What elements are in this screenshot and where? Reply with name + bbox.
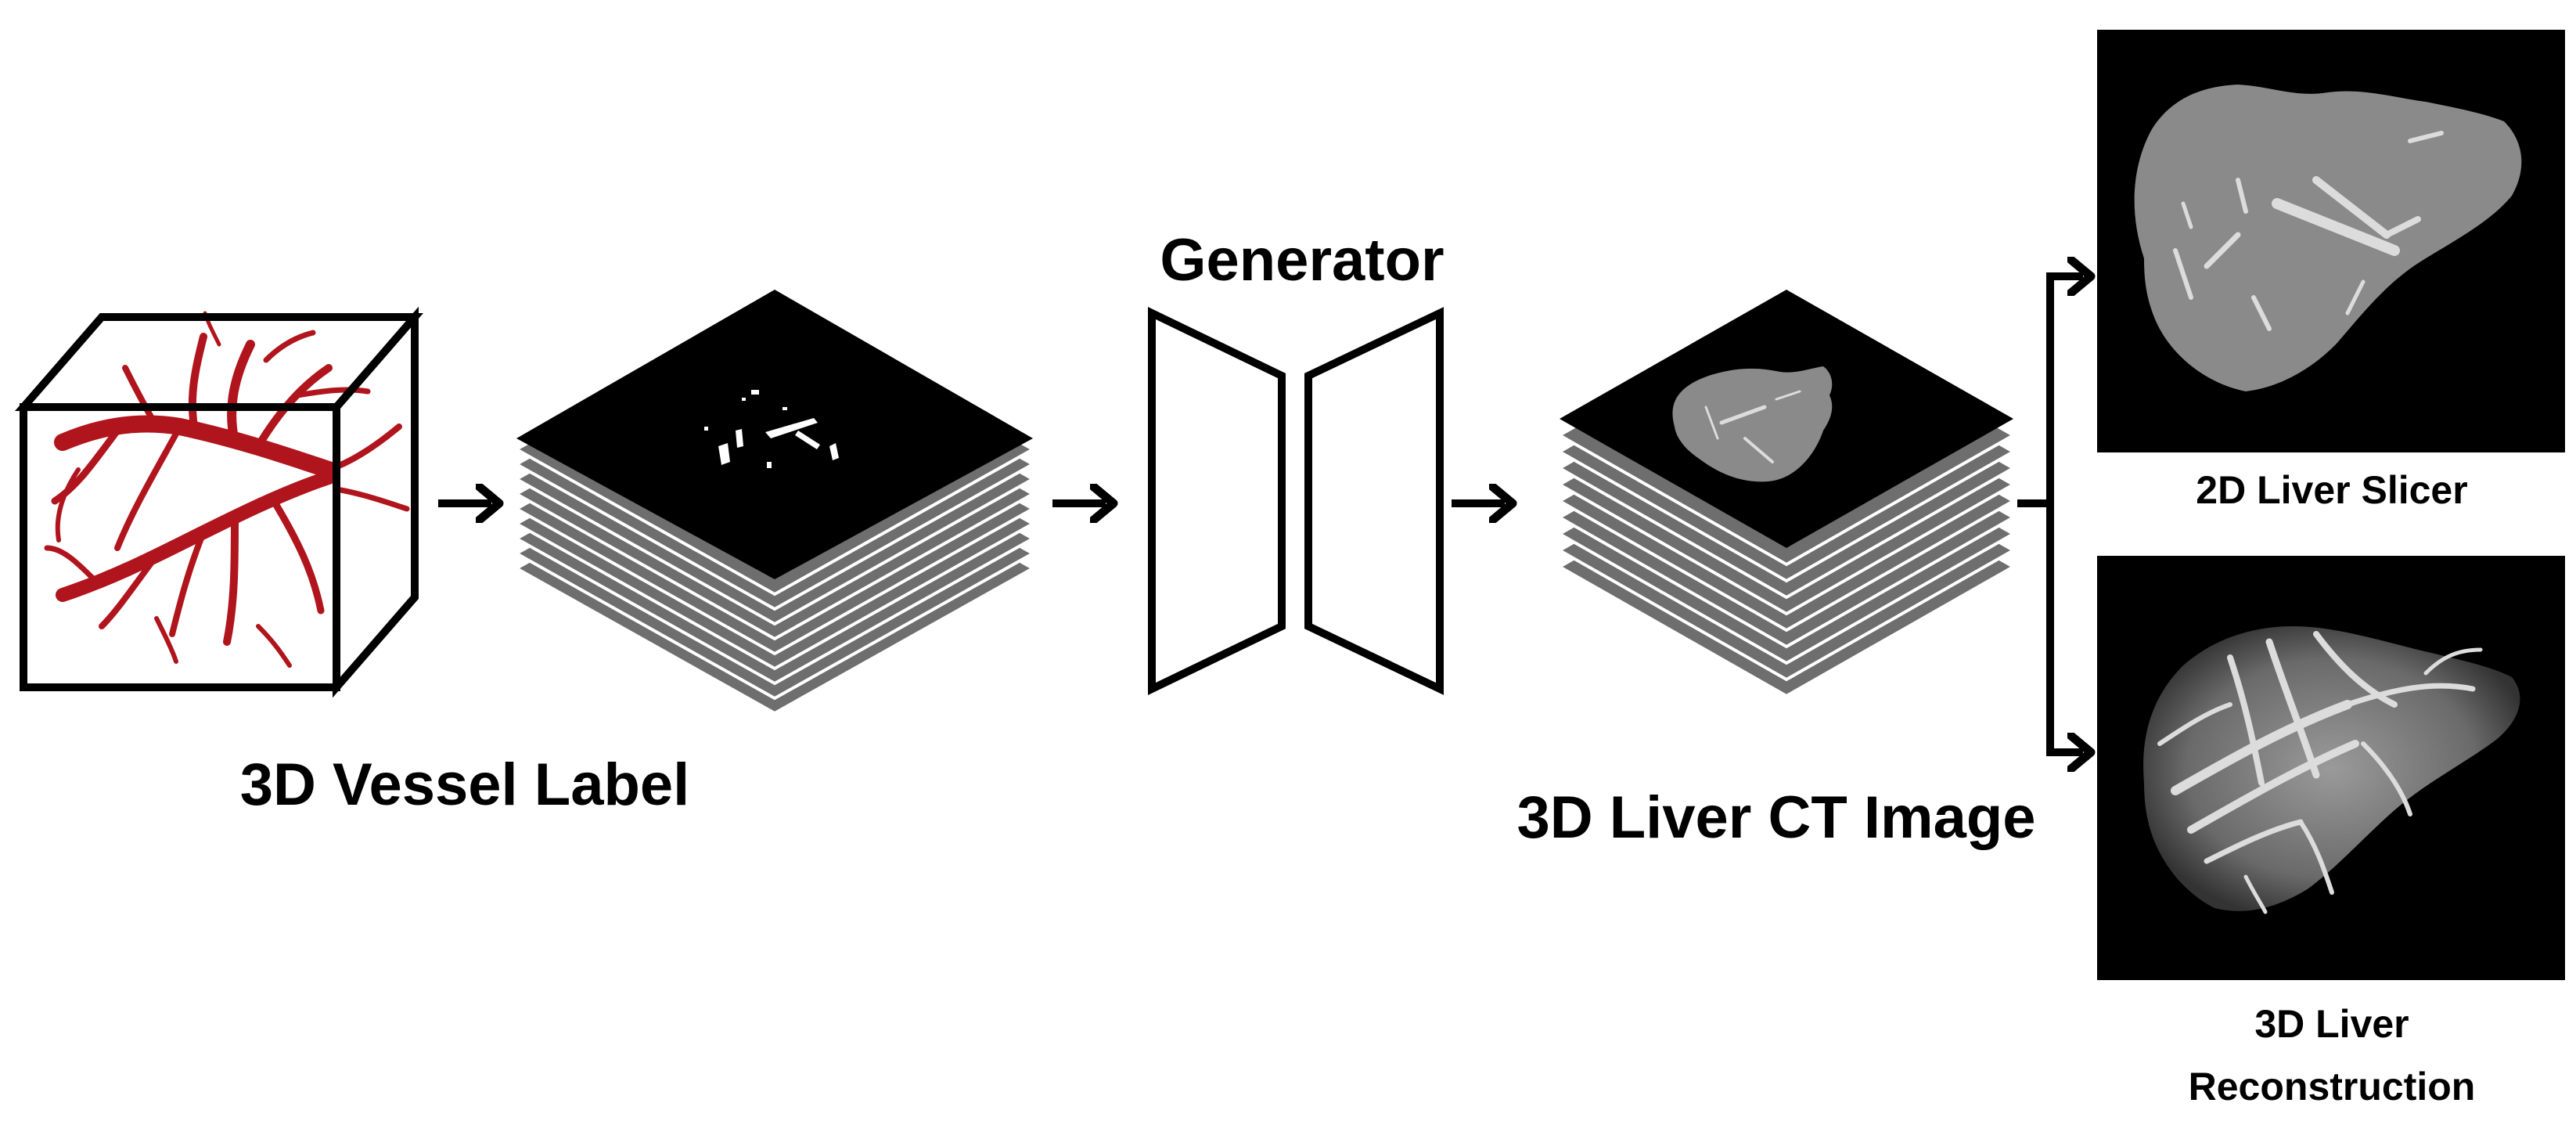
vessel-label-caption: 3D Vessel Label <box>240 752 690 818</box>
liver-slice-image-icon <box>2134 85 2522 391</box>
cube-side-face <box>333 306 419 698</box>
liver-volume-rendering-icon <box>2143 626 2520 914</box>
vessel-tree-cube-icon <box>15 306 423 698</box>
reconstruction-label-line2: Reconstruction <box>2189 1065 2476 1108</box>
ct-image-caption: 3D Liver CT Image <box>1516 784 2035 851</box>
generator-label: Generator <box>1160 227 1444 294</box>
encoder-trapezoid <box>1148 307 1286 695</box>
vessel-tree-icon <box>44 311 410 668</box>
binary-mask-icon <box>704 390 839 468</box>
branch-connector <box>2017 272 2083 756</box>
reconstruction-panel: 3D Liver Reconstruction <box>2097 556 2565 1108</box>
reconstruction-label-line1: 3D Liver <box>2254 1002 2409 1046</box>
slicer-panel: 2D Liver Slicer <box>2097 30 2565 512</box>
slicer-label: 2D Liver Slicer <box>2196 468 2467 512</box>
ct-slice-stack-icon <box>1556 290 2017 698</box>
liver-slice-icon <box>1672 366 1833 482</box>
decoder-trapezoid <box>1304 307 1444 695</box>
generator-icon: Generator <box>1148 227 1445 695</box>
label-slice-stack-icon <box>513 290 1037 715</box>
